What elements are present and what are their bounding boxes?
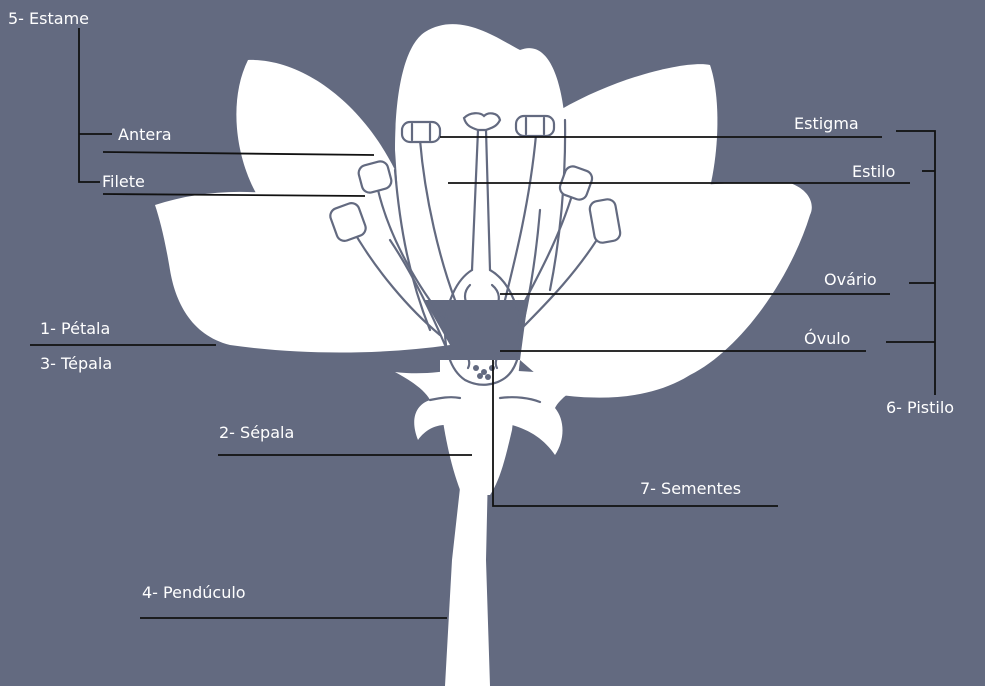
label-sepala: 2- Sépala [219, 425, 294, 441]
label-pistilo: 6- Pistilo [886, 400, 954, 416]
label-estilo: Estilo [852, 164, 895, 180]
anther-2 [516, 116, 554, 136]
label-petala: 1- Pétala [40, 321, 110, 337]
receptacle [440, 360, 520, 495]
label-penduculo: 4- Pendúculo [142, 585, 246, 601]
peduncle-stem [445, 470, 490, 686]
label-sementes: 7- Sementes [640, 481, 741, 497]
label-estigma: Estigma [794, 116, 859, 132]
label-antera: Antera [118, 127, 172, 143]
label-ovario: Ovário [824, 272, 877, 288]
label-filete: Filete [102, 174, 145, 190]
petal-right-front [520, 182, 812, 397]
anther-1 [402, 122, 440, 142]
label-estame: 5- Estame [8, 11, 89, 27]
label-ovulo: Óvulo [804, 331, 850, 347]
label-tepala: 3- Tépala [40, 356, 112, 372]
